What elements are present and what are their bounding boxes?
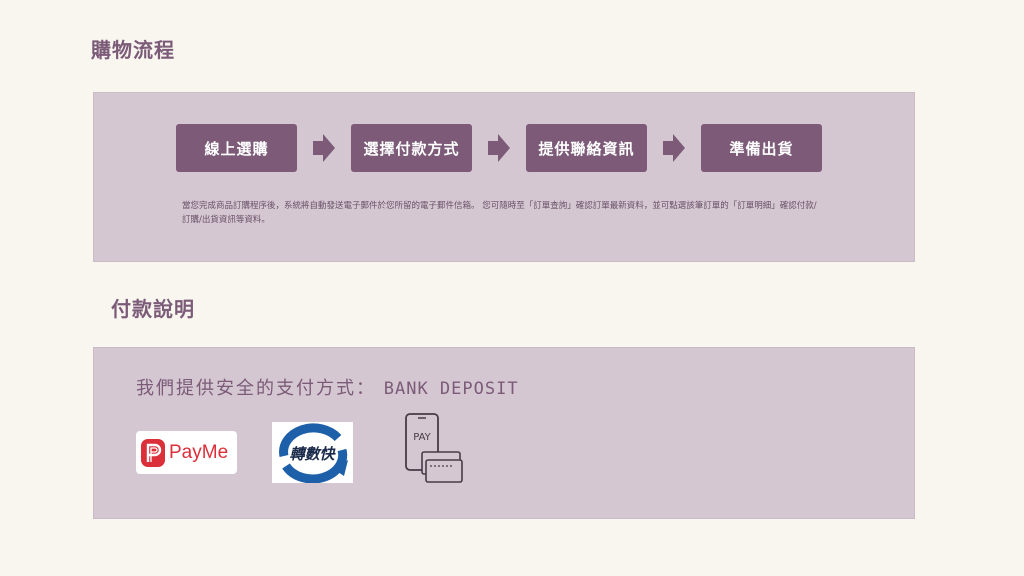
step-online-purchase: 線上選購 (176, 124, 297, 172)
arrow-right-icon (647, 124, 701, 172)
payme-logo-text: PayMe (169, 441, 229, 463)
fps-logo-text: 轉數快 (289, 445, 336, 463)
fps-logo: 轉數快 (272, 422, 353, 484)
payment-info-title: 付款說明 (111, 297, 195, 321)
step-choose-payment: 選擇付款方式 (351, 124, 472, 172)
payme-logo: PayMe (136, 431, 237, 474)
flow-description: 當您完成商品訂購程序後，系統將自動發送電子郵件於您所留的電子郵件信箱。 您可隨時… (182, 201, 817, 225)
shopping-flow-panel: 線上選購 選擇付款方式 提供聯絡資訊 準備出貨 當您完成商品訂購程序後，系統將自… (93, 92, 915, 262)
payment-heading: 我們提供安全的支付方式： BANK DEPOSIT (136, 374, 519, 400)
payme-p-icon (141, 438, 165, 467)
flow-steps: 線上選購 選擇付款方式 提供聯絡資訊 準備出貨 (176, 124, 822, 172)
step-prepare-shipment: 準備出貨 (701, 124, 822, 172)
payment-method-text: BANK DEPOSIT (383, 379, 519, 399)
arrow-right-icon (472, 124, 526, 172)
payment-panel: 我們提供安全的支付方式： BANK DEPOSIT PayMe 轉數快 PAY (93, 347, 915, 519)
phone-pay-card-icon: PAY (404, 412, 464, 486)
step-contact-info: 提供聯絡資訊 (526, 124, 647, 172)
arrow-right-icon (297, 124, 351, 172)
pay-icon-text: PAY (413, 432, 431, 443)
shopping-flow-title: 購物流程 (91, 38, 175, 62)
payment-heading-text: 我們提供安全的支付方式： (136, 378, 376, 399)
